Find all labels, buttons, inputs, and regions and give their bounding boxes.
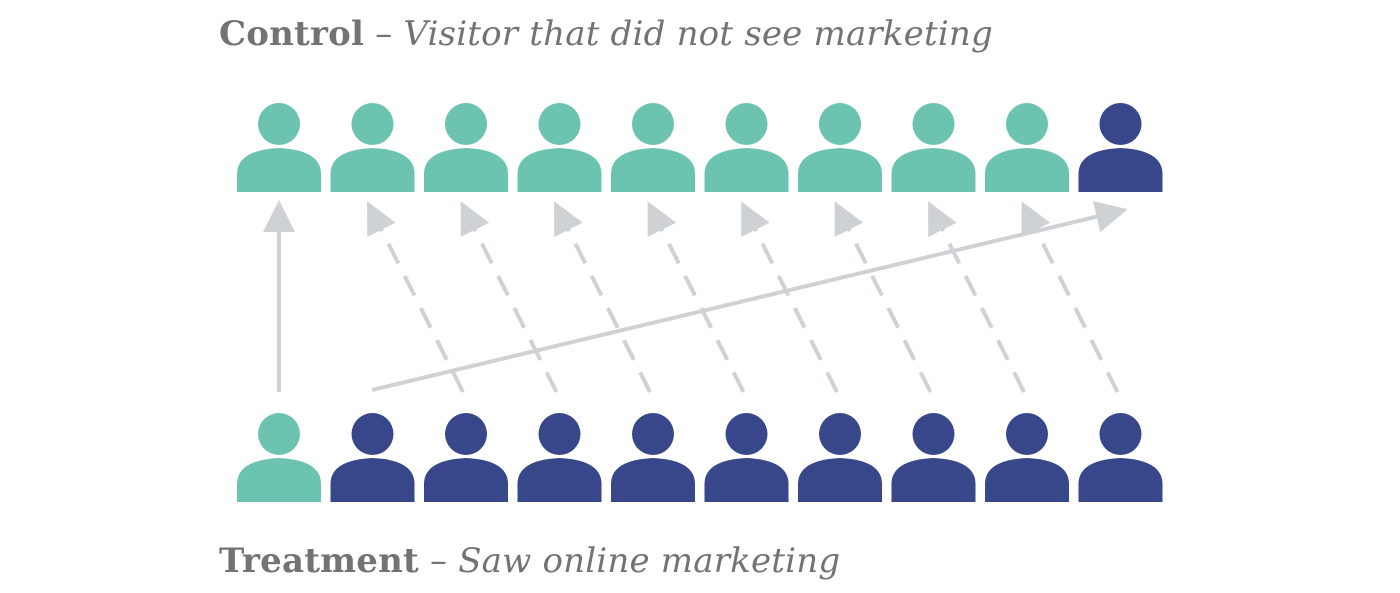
person-head [912,413,955,455]
person-body [330,148,415,192]
control-person-icon [611,103,695,192]
person-body [1078,148,1163,192]
person-head [538,103,581,145]
dashed-arrow [1021,201,1120,393]
person-head [1006,413,1048,455]
treatment-person-icon [985,413,1069,502]
dashed-arrow [741,201,839,393]
control-person-icon [517,103,602,192]
control-person-icon [798,103,882,192]
treatment-person-icon [798,413,882,502]
person-body [704,458,789,502]
person-body [611,148,695,192]
treatment-person-icon [237,413,321,502]
person-body [611,458,695,502]
person-head [351,413,394,455]
control-separator: – [375,14,393,54]
person-head [632,413,674,455]
person-body [985,148,1069,192]
treatment-person-icon [517,413,602,502]
control-person-icon [424,103,508,192]
control-person-icon [237,103,321,192]
arrows-layer [263,200,1128,393]
control-caption: Control – Visitor that did not see marke… [219,14,993,54]
person-head [258,413,300,455]
person-head [1099,413,1142,455]
control-row [237,103,1163,192]
person-head [819,413,861,455]
person-body [237,148,321,192]
treatment-person-icon [330,413,415,502]
person-body [798,458,882,502]
person-head [351,103,394,145]
dashed-arrow [367,201,465,393]
person-head [819,103,861,145]
dashed-arrow [554,201,652,393]
person-head [1099,103,1142,145]
treatment-person-icon [704,413,789,502]
control-person-icon [891,103,976,192]
dashed-arrow [647,201,746,393]
treatment-row [237,413,1163,502]
treatment-description: Saw online marketing [458,541,841,581]
person-head [538,413,581,455]
solid-arrow [371,201,1128,392]
person-body [798,148,882,192]
person-head [258,103,300,145]
person-body [704,148,789,192]
person-head [725,103,768,145]
person-body [1078,458,1163,502]
person-body [424,458,508,502]
person-body [330,458,415,502]
person-head [912,103,955,145]
treatment-caption: Treatment – Saw online marketing [219,541,840,581]
person-head [445,103,487,145]
person-head [632,103,674,145]
person-head [725,413,768,455]
treatment-person-icon [1078,413,1163,502]
person-head [445,413,487,455]
treatment-separator: – [429,541,448,581]
control-description: Visitor that did not see marketing [403,14,993,54]
person-body [237,458,321,502]
person-body [891,148,976,192]
person-body [517,458,602,502]
dashed-arrow [834,201,933,393]
control-title: Control [219,14,365,54]
treatment-title: Treatment [219,541,419,581]
control-person-icon [330,103,415,192]
person-body [424,148,508,192]
person-head [1006,103,1048,145]
treatment-person-icon [424,413,508,502]
person-body [517,148,602,192]
control-person-icon [985,103,1069,192]
person-body [985,458,1069,502]
control-person-icon [1078,103,1163,192]
treatment-person-icon [611,413,695,502]
control-person-icon [704,103,789,192]
treatment-person-icon [891,413,976,502]
person-body [891,458,976,502]
